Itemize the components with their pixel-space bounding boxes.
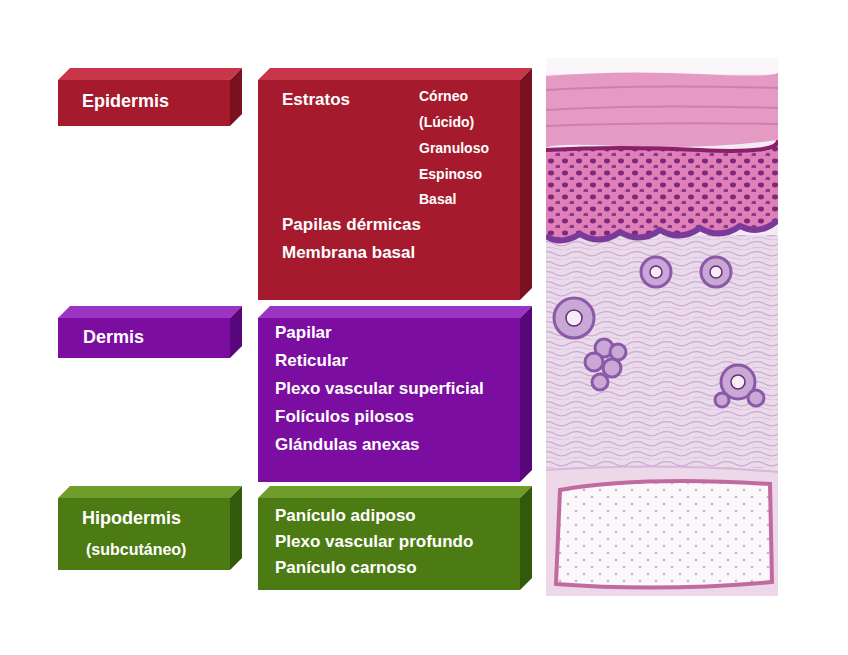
node-text: Plexo vascular profundo	[275, 532, 473, 552]
node-text: Panículo carnoso	[275, 558, 417, 578]
layer-label: Hipodermis (subcutáneo)	[58, 498, 230, 570]
node-text: Papilar	[275, 323, 332, 343]
node-text: Espinoso	[419, 166, 482, 182]
node-text: Epidermis	[82, 91, 169, 112]
node-text: Estratos	[282, 90, 350, 110]
node-text: (subcutáneo)	[86, 541, 186, 559]
layer-detail-box: Estratos Córneo (Lúcido) GranulosoEspinosoB…	[258, 80, 520, 300]
layer-label: Dermis	[58, 318, 230, 358]
node-text: Folículos pilosos	[275, 407, 414, 427]
node-text: Membrana basal	[282, 243, 415, 263]
node-text: (Lúcido)	[419, 114, 474, 130]
node-text: Dermis	[83, 327, 144, 348]
node-text: Reticular	[275, 351, 348, 371]
node-text: Basal	[419, 191, 456, 207]
layer-detail-box: Panículo adiposoPlexo vascular profundoP…	[258, 498, 520, 590]
node-text: Granuloso	[419, 140, 489, 156]
node-text: Panículo adiposo	[275, 506, 416, 526]
node-text: Córneo	[419, 88, 468, 104]
node-text: Plexo vascular superficial	[275, 379, 484, 399]
layer-label: Epidermis	[58, 80, 230, 126]
node-text: Hipodermis	[82, 508, 181, 529]
node-text: Glándulas anexas	[275, 435, 420, 455]
node-text: Papilas dérmicas	[282, 215, 421, 235]
layer-detail-box: PapilarReticularPlexo vascular superfici…	[258, 318, 520, 482]
